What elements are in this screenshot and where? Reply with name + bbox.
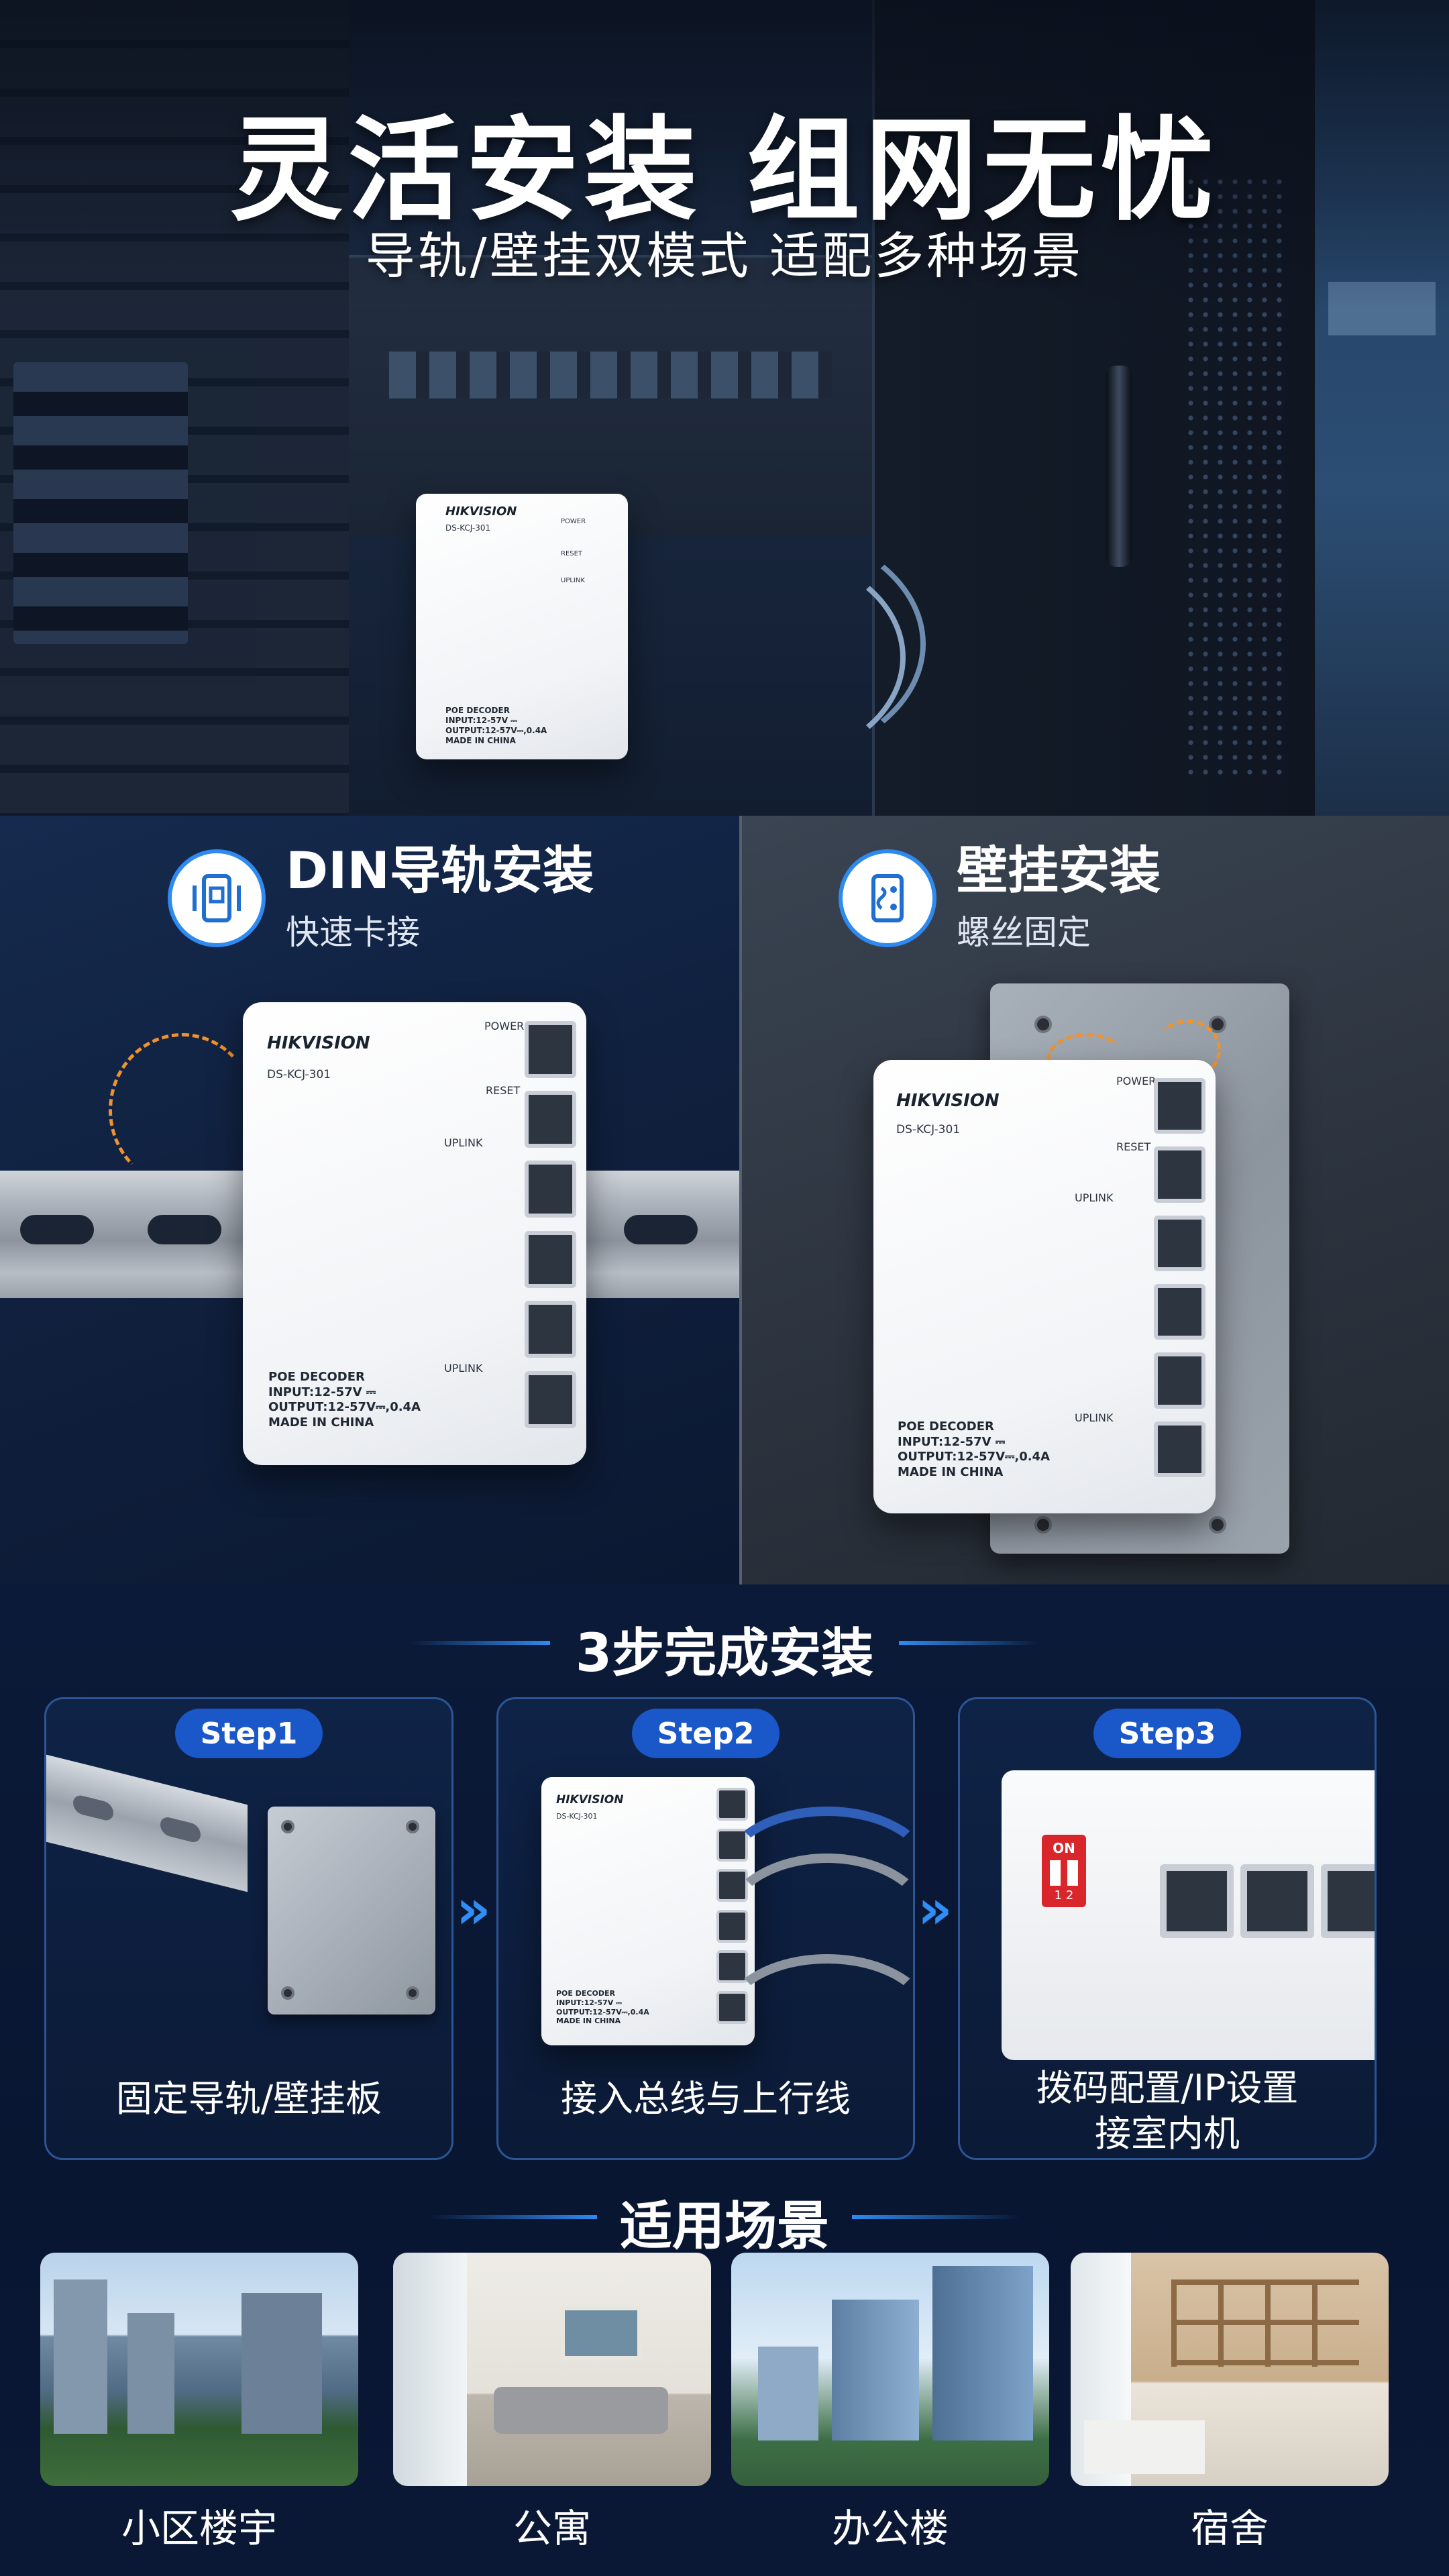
din-rail-icon: [168, 849, 266, 947]
din-rail-heading: DIN导轨安装 快速卡接: [168, 843, 594, 954]
steps-title: 3步完成安装: [575, 1623, 874, 1684]
brand-logo: HIKVISION: [896, 1091, 1000, 1111]
hero-subtitle: 导轨/壁挂双模式 适配多种场景: [365, 227, 1084, 285]
step-card-1: Step1 固定导轨/壁挂板: [44, 1697, 453, 2160]
scene-dorm-image: [1071, 2253, 1389, 2486]
hero-section: HIKVISION DS-KCJ-301 POWER RESET UPLINK …: [0, 0, 1449, 816]
step-card-2: Step2 HIKVISION DS-KCJ-301 POE DECODER I…: [496, 1697, 915, 2160]
scene-residential-image: [40, 2253, 358, 2486]
power-label: POWER: [561, 518, 586, 525]
device-closeup: ON 1 2: [1002, 1770, 1375, 2060]
brand-logo: HIKVISION: [267, 1033, 370, 1053]
brand-logo: HIKVISION: [445, 504, 517, 519]
din-rail-part: [46, 1754, 248, 1892]
scene-label-apartment: 公寓: [513, 2506, 591, 2551]
spec-block: POE DECODER INPUT:12-57V ⎓ OUTPUT:12-57V…: [268, 1370, 421, 1430]
rj45-port: [1160, 1864, 1234, 1938]
network-cable: [590, 523, 926, 765]
power-label: POWER: [1116, 1075, 1157, 1087]
gray-cable: [720, 1954, 913, 2088]
din-rail-title: DIN导轨安装: [286, 841, 594, 900]
model-number: DS-KCJ-301: [556, 1812, 598, 1821]
model-number: DS-KCJ-301: [896, 1123, 961, 1136]
din-rail-subtitle: 快速卡接: [286, 912, 420, 952]
rj45-port: [1240, 1864, 1314, 1938]
uplink-label: UPLINK: [444, 1136, 483, 1149]
wall-mount-subtitle: 螺丝固定: [957, 912, 1091, 952]
rj45-ports: [1154, 1078, 1205, 1477]
rack-ports: [13, 362, 188, 644]
spec-block: POE DECODER INPUT:12-57V ⎓ OUTPUT:12-57V…: [445, 706, 547, 745]
clip-arrow: [109, 1033, 256, 1187]
patch-panel: [389, 352, 832, 398]
step-badge-3: Step3: [1093, 1709, 1241, 1758]
brand-logo: HIKVISION: [556, 1793, 624, 1807]
chevron-right-icon: »: [918, 1878, 953, 1941]
decoder-device-small: HIKVISION DS-KCJ-301 POWER RESET UPLINK …: [416, 494, 628, 759]
power-label: POWER: [484, 1020, 525, 1032]
uplink-label: UPLINK: [444, 1362, 483, 1375]
scene-office-image: [731, 2253, 1049, 2486]
reset-label: RESET: [1116, 1140, 1151, 1153]
model-number: DS-KCJ-301: [445, 523, 491, 533]
wall-plate-part: [268, 1807, 435, 2015]
reset-label: RESET: [486, 1084, 521, 1097]
step-badge-2: Step2: [632, 1709, 780, 1758]
uplink-label: UPLINK: [1075, 1411, 1114, 1424]
step-caption-2: 接入总线与上行线: [561, 2078, 851, 2120]
decoder-device-din: HIKVISION DS-KCJ-301 POWER RESET UPLINK …: [243, 1002, 586, 1465]
screw-arrow: [1154, 1020, 1221, 1080]
spec-block: POE DECODER INPUT:12-57V ⎓ OUTPUT:12-57V…: [556, 1989, 649, 2026]
reset-label: RESET: [561, 550, 583, 557]
scene-label-residential: 小区楼宇: [121, 2506, 277, 2551]
rj45-ports: [524, 1020, 576, 1428]
door-handle: [1106, 366, 1132, 567]
uplink-label: UPLINK: [561, 577, 585, 584]
step-badge-1: Step1: [175, 1709, 323, 1758]
spec-block: POE DECODER INPUT:12-57V ⎓ OUTPUT:12-57V…: [898, 1419, 1051, 1479]
scene-label-dorm: 宿舍: [1190, 2506, 1269, 2551]
step-card-3: Step3 ON 1 2 拨码配置/IP设置 接室内机: [958, 1697, 1377, 2160]
scenes-title: 适用场景: [619, 2196, 829, 2257]
screw: [1034, 1516, 1052, 1534]
scene-label-office: 办公楼: [831, 2506, 949, 2551]
screw: [1209, 1516, 1226, 1534]
screw: [1209, 1016, 1226, 1033]
model-number: DS-KCJ-301: [267, 1068, 331, 1081]
chevron-right-icon: »: [456, 1878, 491, 1941]
wall-mount-title: 壁挂安装: [957, 841, 1161, 900]
hero-title: 灵活安装 组网无忧: [229, 105, 1220, 236]
network-cable: [624, 550, 906, 765]
decoder-device-wall: HIKVISION DS-KCJ-301 POWER RESET UPLINK …: [873, 1060, 1216, 1513]
wall-mount-heading: 壁挂安装 螺丝固定: [839, 843, 1161, 954]
dip-switch: ON 1 2: [1042, 1835, 1086, 1907]
uplink-label: UPLINK: [1075, 1191, 1114, 1204]
screw: [1034, 1016, 1052, 1033]
step-caption-3: 拨码配置/IP设置 接室内机: [1036, 2067, 1299, 2155]
rj45-port: [1321, 1864, 1375, 1938]
step-caption-1: 固定导轨/壁挂板: [115, 2078, 382, 2120]
scene-apartment-image: [393, 2253, 711, 2486]
wall-mount-icon: [839, 849, 936, 947]
